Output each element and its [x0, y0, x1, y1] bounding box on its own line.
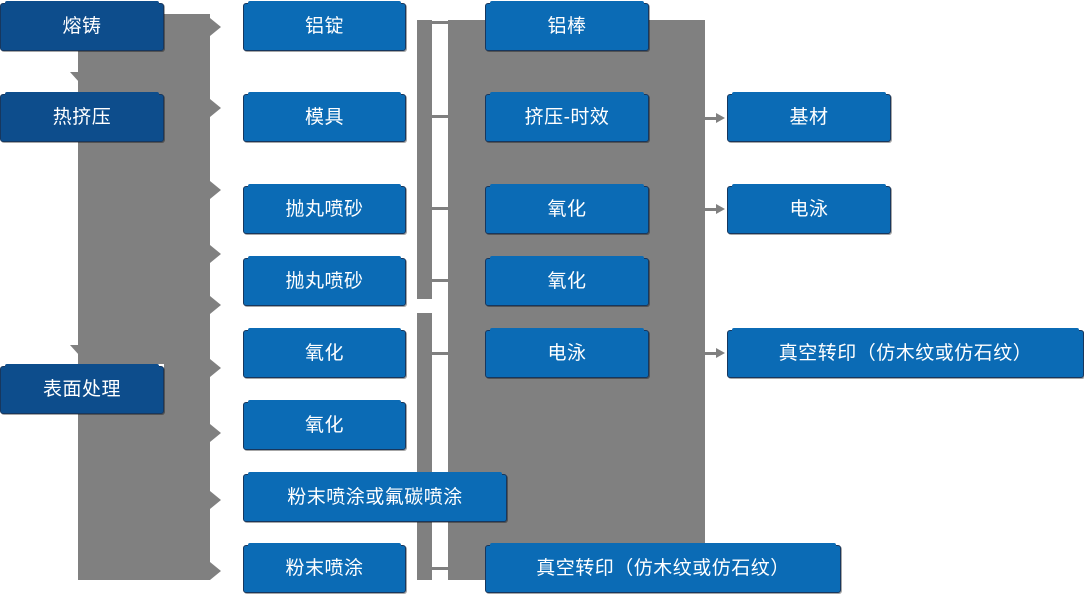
connector-stub-6 [432, 567, 448, 570]
node-label: 基材 [789, 106, 829, 128]
node-c2n2-mold[interactable]: 模具 [243, 92, 406, 142]
node-c2n1-aluminum-ingot[interactable]: 铝锭 [243, 1, 406, 51]
arrow-right-icon-to-c2n3 [210, 181, 221, 199]
node-c2n7-powder-or-fluorocarbon-coating[interactable]: 粉末喷涂或氟碳喷涂 [243, 472, 507, 522]
arrow-right-icon-oxidation-to-electrophoresis [700, 204, 725, 214]
node-label: 真空转印（仿木纹或仿石纹） [778, 342, 1033, 364]
node-label: 氧化 [547, 270, 587, 292]
node-label: 热挤压 [52, 106, 112, 128]
node-label: 氧化 [547, 198, 587, 220]
arrow-right-icon-to-c2n2 [210, 99, 221, 117]
connector-stub-4 [432, 279, 448, 282]
node-c4n3-vacuum-transfer-printing[interactable]: 真空转印（仿木纹或仿石纹） [727, 328, 1084, 378]
node-c2n3-shot-blasting-sandblasting[interactable]: 抛丸喷砂 [243, 184, 406, 234]
node-c2n5-oxidation[interactable]: 氧化 [243, 328, 406, 378]
arrow-right-icon-extrusion-to-substrate [700, 113, 725, 123]
connector-stub-2 [432, 115, 448, 118]
connector-stub-3 [432, 207, 448, 210]
arrow-right-icon-to-c2n7 [210, 424, 221, 442]
connector-stub-1 [432, 21, 448, 24]
node-c4n1-substrate[interactable]: 基材 [727, 92, 891, 142]
arrow-right-icon-electrophoresis-to-vacuum-transfer [700, 348, 725, 358]
arrow-right-icon-to-c2n5 [210, 296, 221, 314]
node-label: 熔铸 [62, 15, 102, 37]
arrow-right-icon-to-c2n4 [210, 245, 221, 263]
node-label: 电泳 [789, 198, 829, 220]
arrow-down-icon-melt-to-extrude [70, 72, 88, 82]
node-label: 真空转印（仿木纹或仿石纹） [536, 557, 790, 579]
node-label: 铝棒 [547, 15, 587, 37]
node-label: 粉末喷涂 [285, 557, 364, 579]
node-c2n8-powder-coating[interactable]: 粉末喷涂 [243, 543, 406, 593]
arrow-down-icon-extrude-to-surface [70, 345, 88, 355]
node-label: 抛丸喷砂 [285, 270, 364, 292]
node-label: 氧化 [304, 414, 344, 436]
node-label: 电泳 [547, 342, 587, 364]
node-c1n1-melting-casting[interactable]: 熔铸 [0, 1, 164, 51]
connector-stub-5 [432, 352, 448, 355]
connector-bar-column2-to-column3 [417, 20, 432, 299]
node-c4n2-electrophoresis[interactable]: 电泳 [727, 184, 891, 234]
node-c1n3-surface-treatment[interactable]: 表面处理 [0, 364, 164, 414]
node-c3n4-oxidation-2[interactable]: 氧化 [485, 256, 649, 306]
arrow-right-icon-to-c2n6 [210, 359, 221, 377]
node-label: 氧化 [304, 342, 344, 364]
node-c3n3-oxidation[interactable]: 氧化 [485, 184, 649, 234]
node-c3n2-extrusion-aging[interactable]: 挤压-时效 [485, 92, 649, 142]
node-c3n6-vacuum-transfer-printing[interactable]: 真空转印（仿木纹或仿石纹） [485, 543, 841, 593]
node-c3n5-electrophoresis[interactable]: 电泳 [485, 328, 649, 378]
node-label: 表面处理 [42, 378, 121, 400]
node-label: 模具 [304, 106, 344, 128]
node-label: 挤压-时效 [524, 106, 610, 128]
node-label: 铝锭 [304, 15, 344, 37]
node-label: 粉末喷涂或氟碳喷涂 [287, 486, 463, 508]
connector-bar-column2-to-column3-lower [417, 313, 432, 580]
node-label: 抛丸喷砂 [285, 198, 364, 220]
arrow-right-icon-to-c2n8b [210, 562, 221, 580]
arrow-right-icon-to-c2n8 [210, 491, 221, 509]
node-c2n4-shot-blasting-sandblasting-2[interactable]: 抛丸喷砂 [243, 256, 406, 306]
connector-stub-surface-treatment [164, 388, 176, 391]
node-c3n1-aluminum-bar[interactable]: 铝棒 [485, 1, 649, 51]
node-c2n6-oxidation-2[interactable]: 氧化 [243, 400, 406, 450]
arrow-right-icon-to-c2n1 [210, 18, 221, 36]
node-c1n2-hot-extrusion[interactable]: 热挤压 [0, 92, 164, 142]
